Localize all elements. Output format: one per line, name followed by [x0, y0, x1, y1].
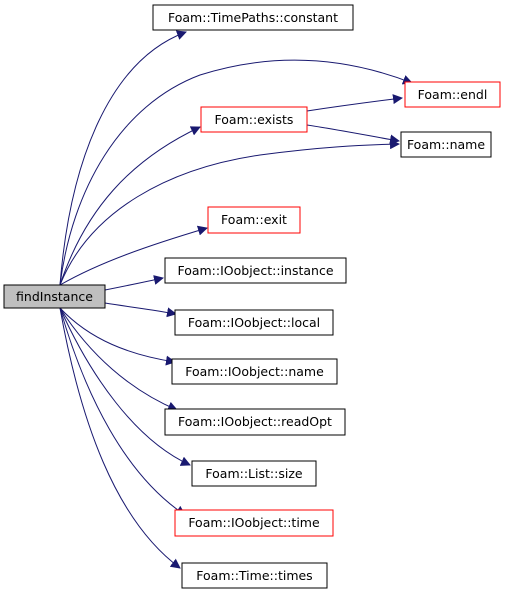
node-exists[interactable]: Foam::exists [200, 106, 308, 133]
node-label: findInstance [16, 289, 93, 304]
node-ioobject-local[interactable]: Foam::IOobject::local [174, 309, 334, 336]
node-label: Foam::IOobject::instance [177, 263, 333, 278]
node-ioobject-name[interactable]: Foam::IOobject::name [171, 358, 338, 385]
edge-root-to-ioobject-name [59, 307, 176, 366]
node-ioobject-readopt[interactable]: Foam::IOobject::readOpt [164, 408, 346, 436]
node-exit[interactable]: Foam::exit [207, 206, 301, 234]
node-label: Foam::IOobject::time [188, 515, 320, 530]
node-time-times[interactable]: Foam::Time::times [181, 562, 328, 589]
node-label: Foam::List::size [205, 466, 302, 481]
edge-root-to-time-times [59, 307, 181, 569]
node-label: Foam::name [407, 137, 485, 152]
edge-root-to-timepaths-constant [59, 30, 187, 286]
nodes-layer: findInstance Foam::TimePaths::constant F… [3, 4, 501, 589]
edge-exists-to-name [306, 124, 400, 145]
node-endl[interactable]: Foam::endl [404, 81, 501, 108]
node-label: Foam::IOobject::local [188, 315, 320, 330]
node-label: Foam::IOobject::name [185, 364, 324, 379]
edge-root-to-ioobject-readopt [59, 307, 178, 412]
edge-exists-to-endl [306, 94, 403, 112]
edge-root-to-endl [59, 59, 413, 286]
node-label: Foam::exit [221, 212, 287, 227]
edge-root-to-exists [59, 126, 201, 286]
edges-layer [59, 30, 413, 569]
node-ioobject-time[interactable]: Foam::IOobject::time [174, 509, 334, 537]
edge-root-to-exit [59, 225, 208, 286]
node-label: Foam::TimePaths::constant [168, 10, 338, 25]
edge-root-to-ioobject-local [104, 302, 177, 318]
node-ioobject-instance[interactable]: Foam::IOobject::instance [164, 257, 347, 284]
edge-root-to-ioobject-time [59, 307, 186, 516]
edge-root-to-name [59, 139, 400, 286]
edge-root-to-list-size [59, 307, 191, 466]
node-label: Foam::Time::times [196, 568, 312, 583]
edge-root-to-ioobject-instance [104, 275, 164, 291]
node-label: Foam::endl [418, 87, 488, 102]
node-name[interactable]: Foam::name [400, 131, 492, 158]
node-list-size[interactable]: Foam::List::size [191, 460, 317, 487]
node-find-instance[interactable]: findInstance [3, 284, 106, 309]
node-label: Foam::exists [215, 112, 294, 127]
node-label: Foam::IOobject::readOpt [178, 414, 332, 429]
node-timepaths-constant[interactable]: Foam::TimePaths::constant [152, 4, 354, 31]
